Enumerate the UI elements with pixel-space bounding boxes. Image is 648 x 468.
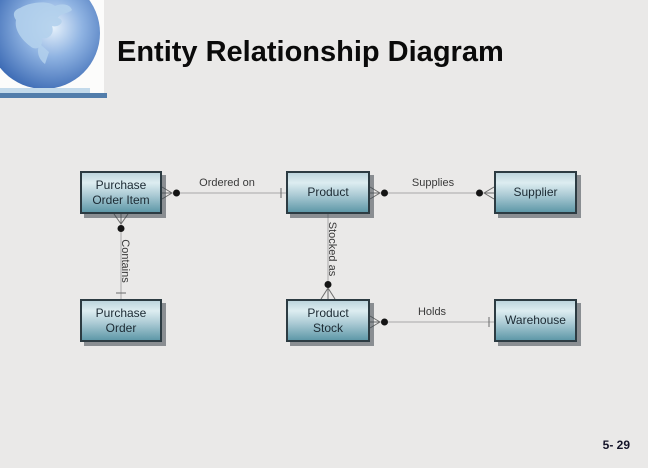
many-dot [324,281,332,288]
entity-warehouse: Warehouse [494,299,577,342]
entity-purchase-order-item: Purchase Order Item [80,171,162,214]
connector-holds [369,315,494,329]
relationship-label-holds: Holds [417,306,447,318]
many-dot [381,318,388,326]
globe-icon [0,0,100,89]
many-dot [476,189,483,197]
relationship-label-supplies: Supplies [411,177,455,189]
entity-purchase-order: Purchase Order [80,299,162,342]
connector-supplies [369,186,495,200]
relationship-label-stocked-as: Stocked as [326,221,338,277]
many-dot [117,225,125,232]
relationship-label-contains: Contains [119,239,131,283]
connector-stocked-as [320,214,336,300]
relationship-label-ordered-on: Ordered on [199,177,255,189]
entity-product-stock: Product Stock [286,299,370,342]
header-accent-bar-light [0,88,90,93]
page-number: 5- 29 [602,438,630,452]
header-accent-bar-dark [0,93,107,98]
connector-contains [113,213,129,299]
globe-logo [0,0,104,97]
many-dot [173,189,180,197]
many-dot [381,189,388,197]
entity-supplier: Supplier [494,171,577,214]
entity-product: Product [286,171,370,214]
page-title: Entity Relationship Diagram [117,36,504,68]
connector-ordered-on [161,186,286,200]
